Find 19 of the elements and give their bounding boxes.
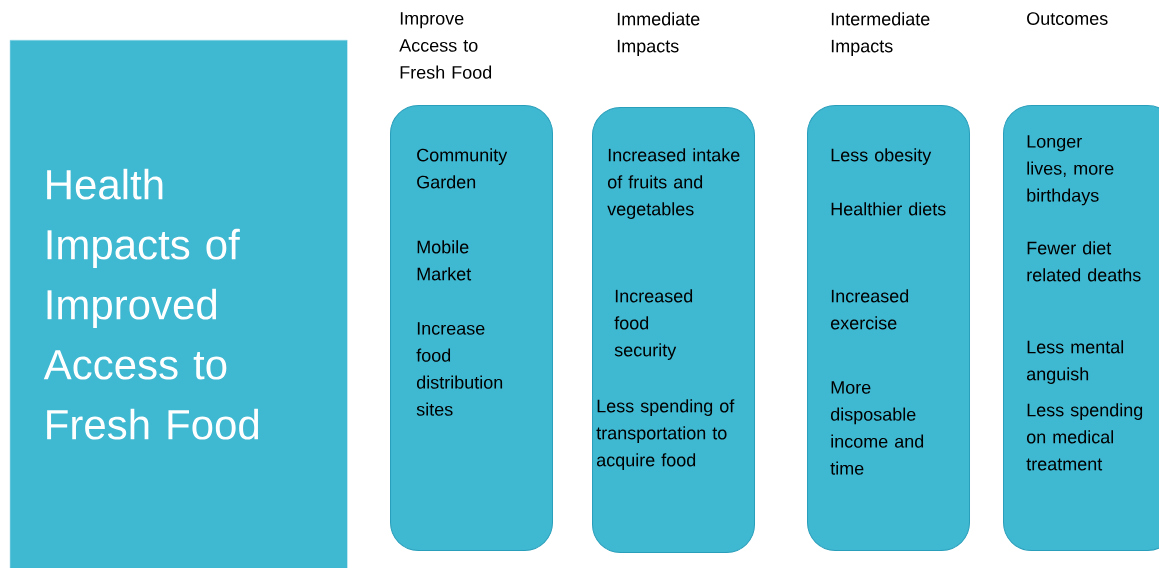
- column-heading: Improve Access to Fresh Food: [399, 12, 492, 79]
- column-heading: Outcomes: [1027, 12, 1108, 25]
- list-item: Fewer diet related deaths: [1027, 241, 1141, 282]
- column-heading: Immediate Impacts: [617, 12, 700, 56]
- list-item: Mobile Market: [417, 240, 472, 281]
- list-item: Less obesity: [831, 148, 932, 165]
- list-item: Less mental anguish: [1027, 340, 1124, 384]
- list-item: Increased exercise: [831, 289, 909, 330]
- list-item: Less spending on medical treatment: [1026, 403, 1143, 471]
- list-item: Longer lives, more birthdays: [1027, 135, 1114, 206]
- title-box: Health Impacts of Improved Access to Fresh Food: [10, 40, 348, 568]
- list-item: Increased intake of fruits and vegetables: [607, 148, 740, 219]
- column-heading: Intermediate Impacts: [831, 12, 930, 56]
- list-item: Less spending of transportation to acquire food: [596, 399, 735, 470]
- list-item: Healthier diets: [831, 202, 946, 216]
- list-item: Increase food distribution sites: [416, 322, 503, 416]
- list-item: Increased food security: [614, 289, 693, 360]
- list-item: Community Garden: [417, 148, 508, 189]
- list-item: More disposable income and time: [830, 381, 924, 475]
